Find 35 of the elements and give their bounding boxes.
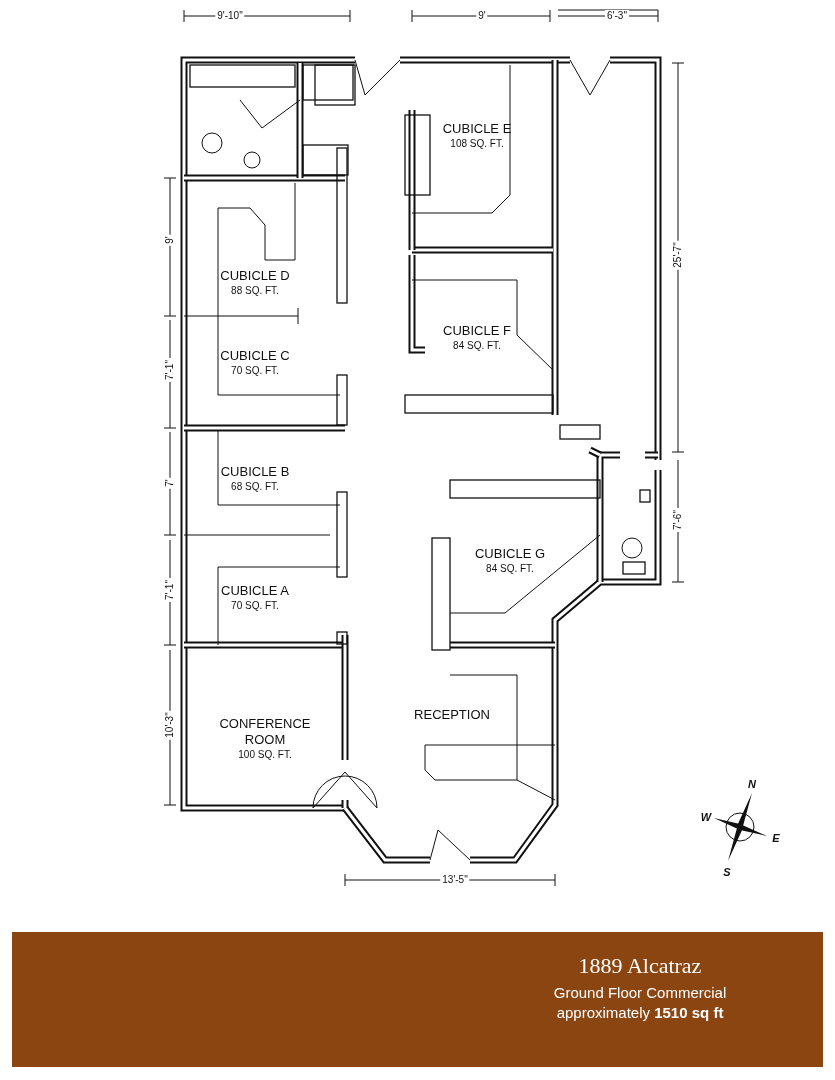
dimension-label: 7'-1": [164, 358, 176, 382]
dimension-label: 9'-10": [215, 10, 245, 22]
room-name: RECEPTION: [414, 707, 490, 723]
room-area: 84 SQ. FT.: [453, 338, 501, 352]
room-area: 84 SQ. FT.: [486, 561, 534, 575]
property-text: Ground Floor Commercial: [553, 983, 727, 1001]
dimension-label: 9': [476, 10, 488, 22]
room-area: 70 SQ. FT.: [231, 363, 279, 377]
dimension-label: 6'-3": [605, 10, 629, 22]
dimension-label: 10'-3": [164, 710, 176, 740]
room-area: 70 SQ. FT.: [231, 598, 279, 612]
room-name: CUBICLE C: [220, 347, 290, 364]
room-area: 108 SQ. FT.: [450, 136, 504, 150]
room-name: CUBICLE B: [220, 463, 290, 480]
room-area: 68 SQ. FT.: [231, 479, 279, 493]
dimension-label: 7'-6": [672, 508, 684, 532]
dimension-label: 25'-7": [672, 240, 684, 270]
room-name: CUBICLE E: [442, 120, 512, 137]
room-name: CUBICLE G: [474, 545, 546, 562]
compass-label: W: [699, 811, 713, 823]
room-name: CUBICLE D: [220, 267, 290, 284]
room-area: 88 SQ. FT.: [231, 283, 279, 297]
compass-label: S: [722, 866, 732, 878]
room-name: CUBICLE A: [221, 582, 289, 599]
property-text: approximately 1510 sq ft: [556, 1003, 724, 1021]
room-name: CUBICLE F: [443, 322, 511, 339]
dimension-label: 13'-5": [440, 874, 470, 886]
room-area: 100 SQ. FT.: [238, 747, 292, 761]
compass-label: N: [747, 778, 757, 790]
address-text: 1889 Alcatraz: [578, 953, 702, 979]
room-name: CONFERENCE ROOM: [218, 715, 312, 748]
compass-label: E: [771, 832, 781, 844]
dimension-label: 7'-1": [164, 578, 176, 602]
dimension-label: 9': [164, 234, 176, 246]
dimension-label: 7': [164, 477, 176, 489]
